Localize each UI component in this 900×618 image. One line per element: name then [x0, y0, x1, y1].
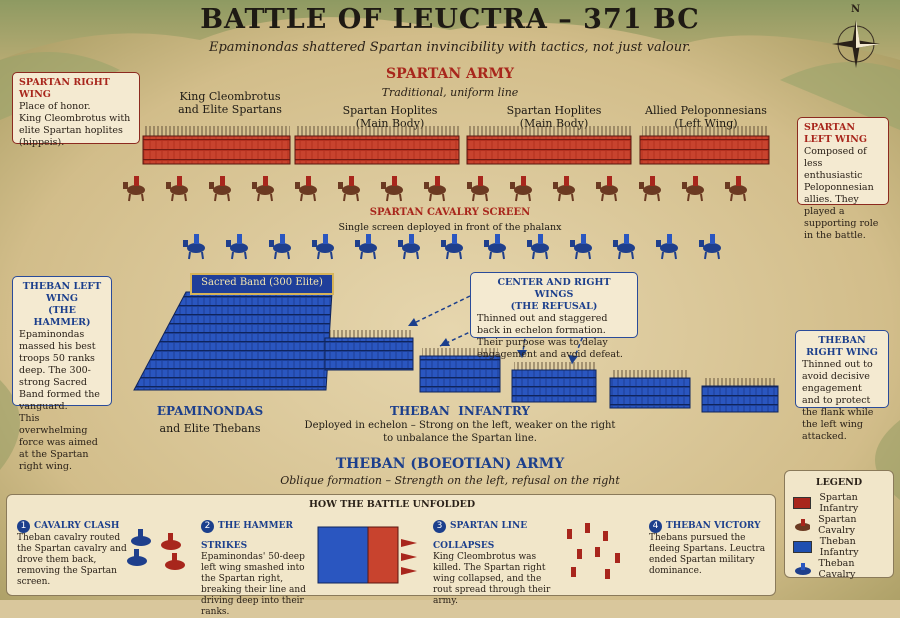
- legend-label: Theban Cavalry: [818, 558, 856, 580]
- epaminondas-title: EPAMINONDAS: [156, 404, 264, 418]
- step-number: 3: [433, 520, 446, 533]
- spartan-cavalry-subtitle: Single screen deployed in front of the p…: [338, 222, 562, 233]
- how-battle-unfolded-panel: HOW THE BATTLE UNFOLDED 1 CAVALRY CLASH T…: [6, 494, 776, 617]
- callout-text: Epaminondas massed his best troops 50 ra…: [19, 329, 100, 472]
- spartan-block-label-1: King Cleombrotus and Elite Spartans: [178, 90, 282, 116]
- callout-title: THEBAN RIGHT WING: [806, 335, 878, 358]
- step-title: THE HAMMER STRIKES: [201, 521, 293, 551]
- callout-theban-left-wing: THEBAN LEFT WING (THE HAMMER) Epaminonda…: [12, 276, 112, 472]
- theban-infantry-swatch: [793, 541, 812, 553]
- step-text: King Cleombrotus was killed. The Spartan…: [433, 552, 551, 606]
- theban-cavalry-icon: [795, 563, 811, 575]
- callout-title: SPARTAN LEFT WING: [804, 122, 867, 145]
- callout-text: Composed of less enthusiastic Peloponnes…: [804, 146, 879, 241]
- callout-text: Thinned out to avoid decisive engagement…: [802, 359, 874, 442]
- step-title: SPARTAN LINE COLLAPSES: [433, 521, 528, 551]
- legend-item: Spartan Cavalry: [793, 514, 885, 536]
- legend-item: Spartan Infantry: [793, 492, 885, 514]
- spartan-cavalry-icon: [795, 519, 811, 531]
- legend-panel: LEGEND Spartan Infantry Spartan Cavalry …: [784, 470, 894, 580]
- page-title: BATTLE OF LEUCTRA – 371 BC: [200, 4, 700, 35]
- legend-label: Spartan Infantry: [819, 492, 859, 514]
- panel-title: HOW THE BATTLE UNFOLDED: [308, 499, 476, 510]
- step-title: CAVALRY CLASH: [34, 521, 120, 531]
- callout-text: Thinned out and staggered back in echelo…: [477, 313, 623, 360]
- step-text: Thebans pursued the fleeing Spartans. Le…: [649, 533, 766, 576]
- spartan-collapse-illustration: [567, 523, 620, 579]
- spartan-cavalry-title: SPARTAN CAVALRY SCREEN: [369, 207, 531, 218]
- page-subtitle: Epaminondas shattered Spartan invincibil…: [208, 40, 692, 55]
- legend-title: LEGEND: [815, 477, 863, 488]
- theban-infantry-title: THEBAN INFANTRY: [390, 404, 530, 418]
- callout-theban-right-wing: THEBAN RIGHT WING Thinned out to avoid d…: [795, 330, 889, 442]
- theban-infantry-subtitle: Deployed in echelon – Strong on the left…: [304, 420, 616, 444]
- step-number: 1: [17, 520, 30, 533]
- callout-spartan-right-wing: SPARTAN RIGHT WING Place of honor. King …: [12, 72, 140, 148]
- theban-army-title: THEBAN (BOEOTIAN) ARMY: [335, 456, 565, 472]
- step-1: 1 CAVALRY CLASH Theban cavalry routed the…: [17, 513, 127, 588]
- theban-army-subtitle: Oblique formation – Strength on the left…: [280, 474, 620, 487]
- callout-center-right-wings: CENTER AND RIGHT WINGS (THE REFUSAL) Thi…: [470, 272, 638, 360]
- legend-label: Spartan Cavalry: [818, 514, 857, 536]
- spartan-army-title: SPARTAN ARMY: [385, 66, 515, 82]
- cavalry-clash-illustration: [127, 529, 185, 570]
- callout-spartan-left-wing: SPARTAN LEFT WING Composed of less enthu…: [797, 117, 889, 241]
- compass-north-label: N: [851, 4, 861, 15]
- epaminondas-subtitle: and Elite Thebans: [159, 422, 261, 435]
- legend-item: Theban Cavalry: [793, 558, 885, 580]
- step-number: 4: [649, 520, 662, 533]
- spartan-army-subtitle: Traditional, uniform line: [381, 86, 519, 99]
- step-4: 4 THEBAN VICTORY Thebans pursued the flee…: [649, 513, 769, 577]
- callout-title: THEBAN LEFT WING (THE HAMMER): [22, 281, 102, 328]
- spartan-block-label-3: Spartan Hoplites (Main Body): [506, 104, 602, 130]
- legend-item: Theban Infantry: [793, 536, 885, 558]
- step-text: Epaminondas' 50-deep left wing smashed i…: [201, 552, 306, 617]
- spartan-block-label-4: Allied Peloponnesians (Left Wing): [645, 104, 767, 130]
- legend-label: Theban Infantry: [819, 536, 859, 558]
- compass-rose-icon: [832, 20, 880, 68]
- step-text: Theban cavalry routed the Spartan cavalr…: [17, 533, 127, 587]
- sacred-band-banner: Sacred Band (300 Elite): [190, 273, 334, 295]
- hammer-strikes-illustration: [317, 526, 417, 584]
- spartan-infantry-swatch: [793, 497, 812, 509]
- spartan-block-label-2: Spartan Hoplites (Main Body): [342, 104, 438, 130]
- callout-text: Place of honor. King Cleombrotus with el…: [19, 101, 131, 148]
- callout-title: CENTER AND RIGHT WINGS (THE REFUSAL): [497, 277, 611, 312]
- step-title: THEBAN VICTORY: [666, 521, 761, 531]
- callout-title: SPARTAN RIGHT WING: [19, 77, 110, 100]
- step-number: 2: [201, 520, 214, 533]
